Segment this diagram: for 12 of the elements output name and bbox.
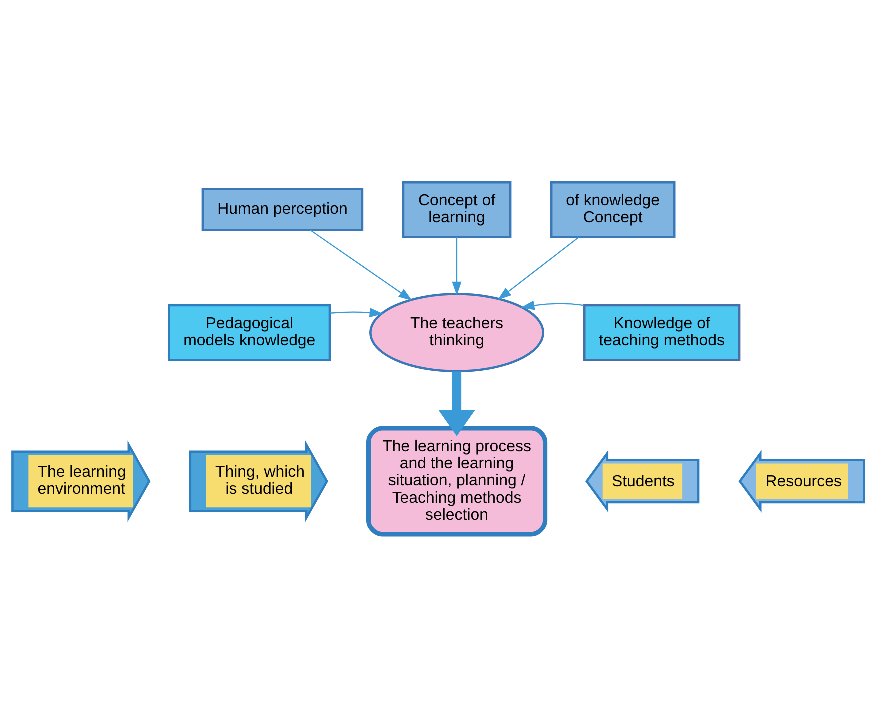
arrow — [521, 300, 584, 310]
arrow — [452, 237, 462, 296]
arrow — [330, 308, 384, 318]
node-box: Human perception — [202, 188, 364, 232]
node-box: Knowledge of teaching methods — [583, 304, 741, 361]
node-box: of knowledge Concept — [550, 180, 676, 238]
arrow — [438, 371, 476, 436]
arrow — [498, 236, 580, 300]
node-box: The learning process and the learning situation, planning / Teaching methods selection — [366, 426, 548, 536]
arrow — [310, 229, 412, 300]
node-box: Concept of learning — [402, 180, 512, 238]
node-box: Pedagogical models knowledge — [168, 304, 332, 361]
